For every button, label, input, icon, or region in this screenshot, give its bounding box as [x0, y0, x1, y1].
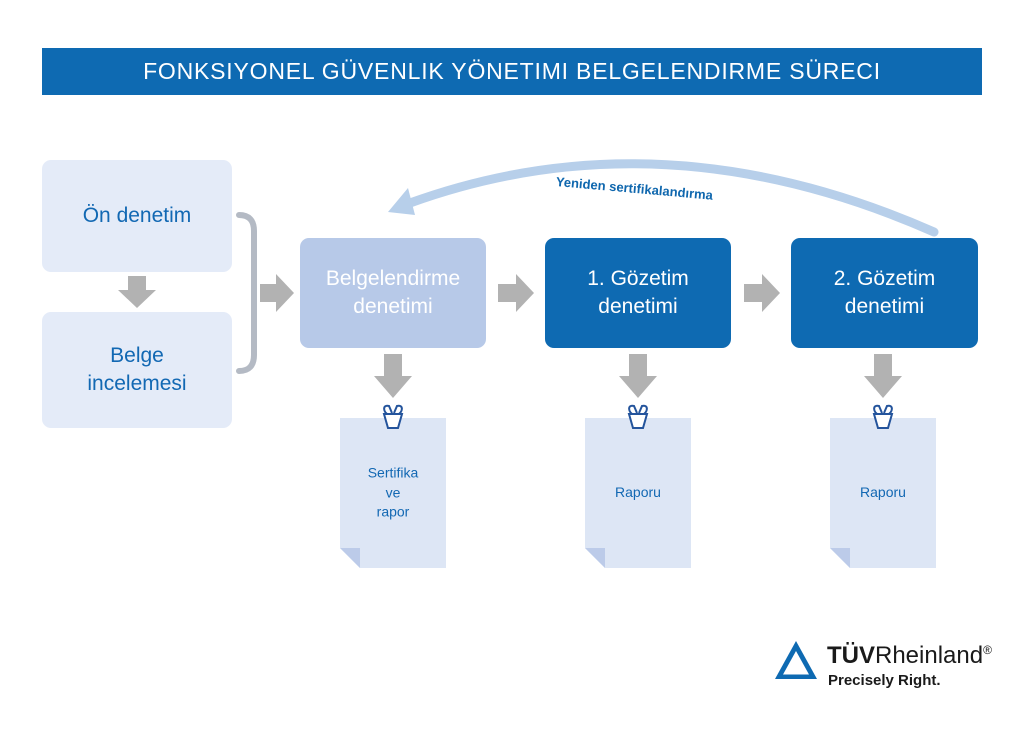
brand-tagline: Precisely Right. — [828, 672, 941, 689]
step-2-gozetim-denetimi: 2. Gözetim denetimi — [791, 238, 978, 348]
arrow-down-doc-3-icon — [864, 354, 902, 398]
brand-name-rest: Rheinland — [875, 642, 984, 669]
tuv-rheinland-logo: TÜVRheinland® Precisely Right. — [773, 636, 1003, 698]
step-on-denetim: Ön denetim — [42, 160, 232, 272]
step-1-gozetim-denetimi: 1. Gözetim denetimi — [545, 238, 731, 348]
tuv-triangle-icon — [775, 641, 817, 679]
page-fold-icon — [585, 548, 605, 568]
page-fold-icon — [830, 548, 850, 568]
binder-clip-icon — [627, 404, 649, 429]
arrow-down-pre-icon — [118, 276, 156, 308]
document-rapor-2: Raporu — [830, 404, 936, 568]
step-1-gozetim-denetimi-label: 1. Gözetim denetimi — [587, 266, 689, 318]
step-belgelendirme-denetimi: Belgelendirme denetimi — [300, 238, 486, 348]
recertification-label: Yeniden sertifikalandırma — [555, 174, 714, 203]
binder-clip-icon — [872, 404, 894, 429]
page-fold-icon — [340, 548, 360, 568]
document-label: Sertifika ve rapor — [367, 464, 419, 520]
arrow-down-doc-1-icon — [374, 354, 412, 398]
arrow-right-2-icon — [744, 274, 780, 312]
document-rapor-1: Raporu — [585, 404, 691, 568]
document-label: Raporu — [860, 484, 906, 501]
binder-clip-icon — [382, 404, 404, 429]
document-sertifika-ve-rapor: Sertifika ve rapor — [340, 404, 446, 568]
step-belge-incelemesi: Belge incelemesi — [42, 312, 232, 428]
step-belgelendirme-denetimi-label: Belgelendirme denetimi — [325, 266, 461, 318]
recertification-arrowhead-icon — [388, 188, 415, 215]
step-belge-incelemesi-label: Belge incelemesi — [87, 343, 187, 395]
document-label: Raporu — [615, 484, 661, 501]
registered-mark: ® — [983, 643, 992, 657]
brand-name-bold: TÜV — [827, 642, 875, 669]
bracket-connector — [236, 212, 257, 374]
brand-name: TÜVRheinland® — [827, 642, 992, 670]
arrow-down-doc-2-icon — [619, 354, 657, 398]
step-2-gozetim-denetimi-label: 2. Gözetim denetimi — [833, 266, 936, 318]
title-banner: FONKSIYONEL GÜVENLIK YÖNETIMI BELGELENDI… — [42, 48, 982, 95]
page-title: FONKSIYONEL GÜVENLIK YÖNETIMI BELGELENDI… — [143, 58, 881, 84]
step-on-denetim-label: Ön denetim — [82, 203, 192, 227]
arrow-right-1-icon — [498, 274, 534, 312]
arrow-right-bracket-icon — [260, 274, 294, 312]
